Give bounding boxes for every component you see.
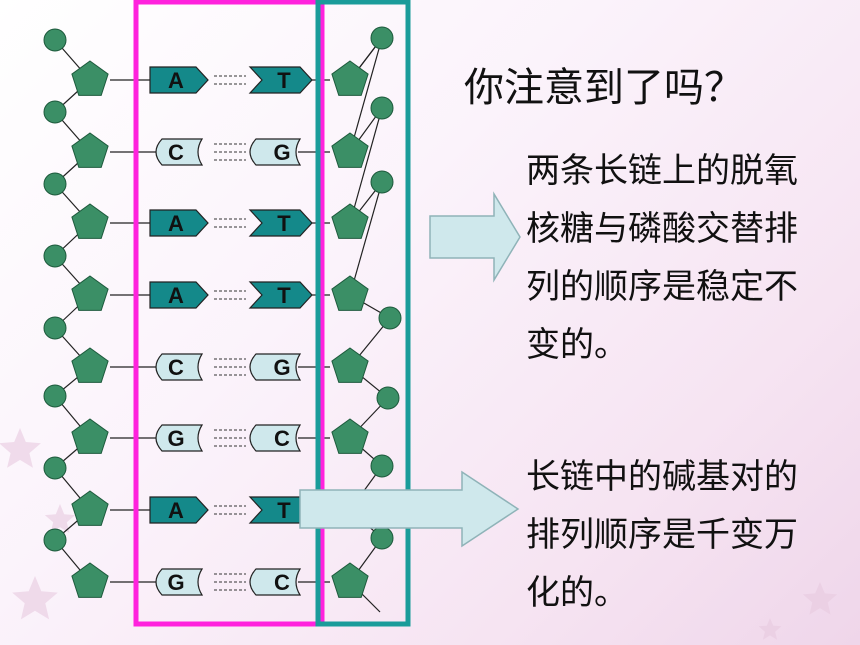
base-shape-g	[155, 424, 204, 452]
deoxyribose-pentagon	[71, 347, 109, 383]
phosphate-circle	[43, 456, 67, 480]
backbone-bond	[349, 107, 383, 224]
decor-star	[0, 428, 41, 468]
base-label-left: A	[168, 283, 184, 308]
deoxyribose-pentagon	[71, 490, 109, 526]
base-shape-t	[248, 66, 313, 94]
base-label-right: T	[277, 283, 291, 308]
left-backbone-strand	[43, 28, 109, 598]
decor-star	[12, 576, 58, 620]
deoxyribose-pentagon	[331, 203, 369, 239]
base-shape-a	[149, 496, 209, 524]
phosphate-circle	[376, 386, 400, 410]
phosphate-circle	[43, 384, 67, 408]
base-label-right: T	[277, 211, 291, 236]
deoxyribose-pentagon	[331, 562, 369, 598]
base-label-right: T	[277, 68, 291, 93]
decor-star	[758, 618, 782, 640]
question-heading: 你注意到了吗？	[464, 65, 744, 111]
base-shape-g	[249, 138, 302, 166]
base-label-right: G	[273, 355, 290, 380]
note-backbone-stable: 两条长链上的脱氧核糖与磷酸交替排列的顺序是稳定不变的。	[526, 151, 798, 365]
note-base-sequence-varies: 长链中的碱基对的排列顺序是千变万化的。	[526, 457, 798, 613]
phosphate-circle	[43, 244, 67, 268]
base-label-left: C	[168, 355, 184, 380]
deoxyribose-pentagon	[331, 418, 369, 454]
base-label-right: C	[274, 570, 290, 595]
base-label-right: T	[277, 498, 291, 523]
base-shape-t	[248, 209, 313, 237]
arrows	[299, 191, 521, 548]
arrow-to-note2	[299, 470, 520, 548]
base-label-left: A	[168, 211, 184, 236]
background-decor	[0, 428, 838, 640]
phosphate-circle	[370, 526, 394, 550]
left-strand-highlight-box	[133, 0, 325, 627]
phosphate-circle	[43, 316, 67, 340]
base-shape-a	[149, 209, 209, 237]
phosphate-circle	[43, 100, 67, 124]
base-shape-c	[155, 353, 204, 381]
base-label-left: G	[167, 570, 184, 595]
decor-star	[802, 582, 838, 615]
decor-star	[44, 504, 76, 533]
deoxyribose-pentagon	[71, 562, 109, 598]
phosphate-circle	[43, 172, 67, 196]
phosphate-circle	[370, 170, 394, 194]
base-shape-c	[249, 424, 302, 452]
phosphate-circle	[43, 528, 67, 552]
base-shape-g	[155, 568, 204, 596]
base-shape-t	[248, 281, 313, 309]
backbone-bond	[349, 181, 383, 296]
base-label-left: C	[168, 140, 184, 165]
deoxyribose-pentagon	[71, 132, 109, 168]
deoxyribose-pentagon	[331, 132, 369, 168]
phosphate-circle	[43, 28, 67, 52]
deoxyribose-pentagon	[331, 60, 369, 96]
base-label-left: A	[168, 68, 184, 93]
base-label-right: C	[274, 426, 290, 451]
base-shape-c	[249, 568, 302, 596]
phosphate-circle	[370, 454, 394, 478]
deoxyribose-pentagon	[71, 275, 109, 311]
phosphate-circle	[378, 306, 402, 330]
right-strand-highlight-box	[315, 0, 411, 627]
base-label-left: G	[167, 426, 184, 451]
base-shape-c	[155, 138, 204, 166]
deoxyribose-pentagon	[331, 347, 369, 383]
deoxyribose-pentagon	[71, 203, 109, 239]
deoxyribose-pentagon	[331, 275, 369, 311]
base-label-left: A	[168, 498, 184, 523]
backbone-bond	[349, 37, 383, 153]
deoxyribose-pentagon	[71, 60, 109, 96]
deoxyribose-pentagon	[71, 418, 109, 454]
arrow-to-note1	[429, 191, 521, 283]
base-shape-a	[149, 66, 209, 94]
phosphate-circle	[370, 26, 394, 50]
base-shape-g	[249, 353, 302, 381]
base-shape-a	[149, 281, 209, 309]
base-label-right: G	[273, 140, 290, 165]
phosphate-circle	[370, 96, 394, 120]
